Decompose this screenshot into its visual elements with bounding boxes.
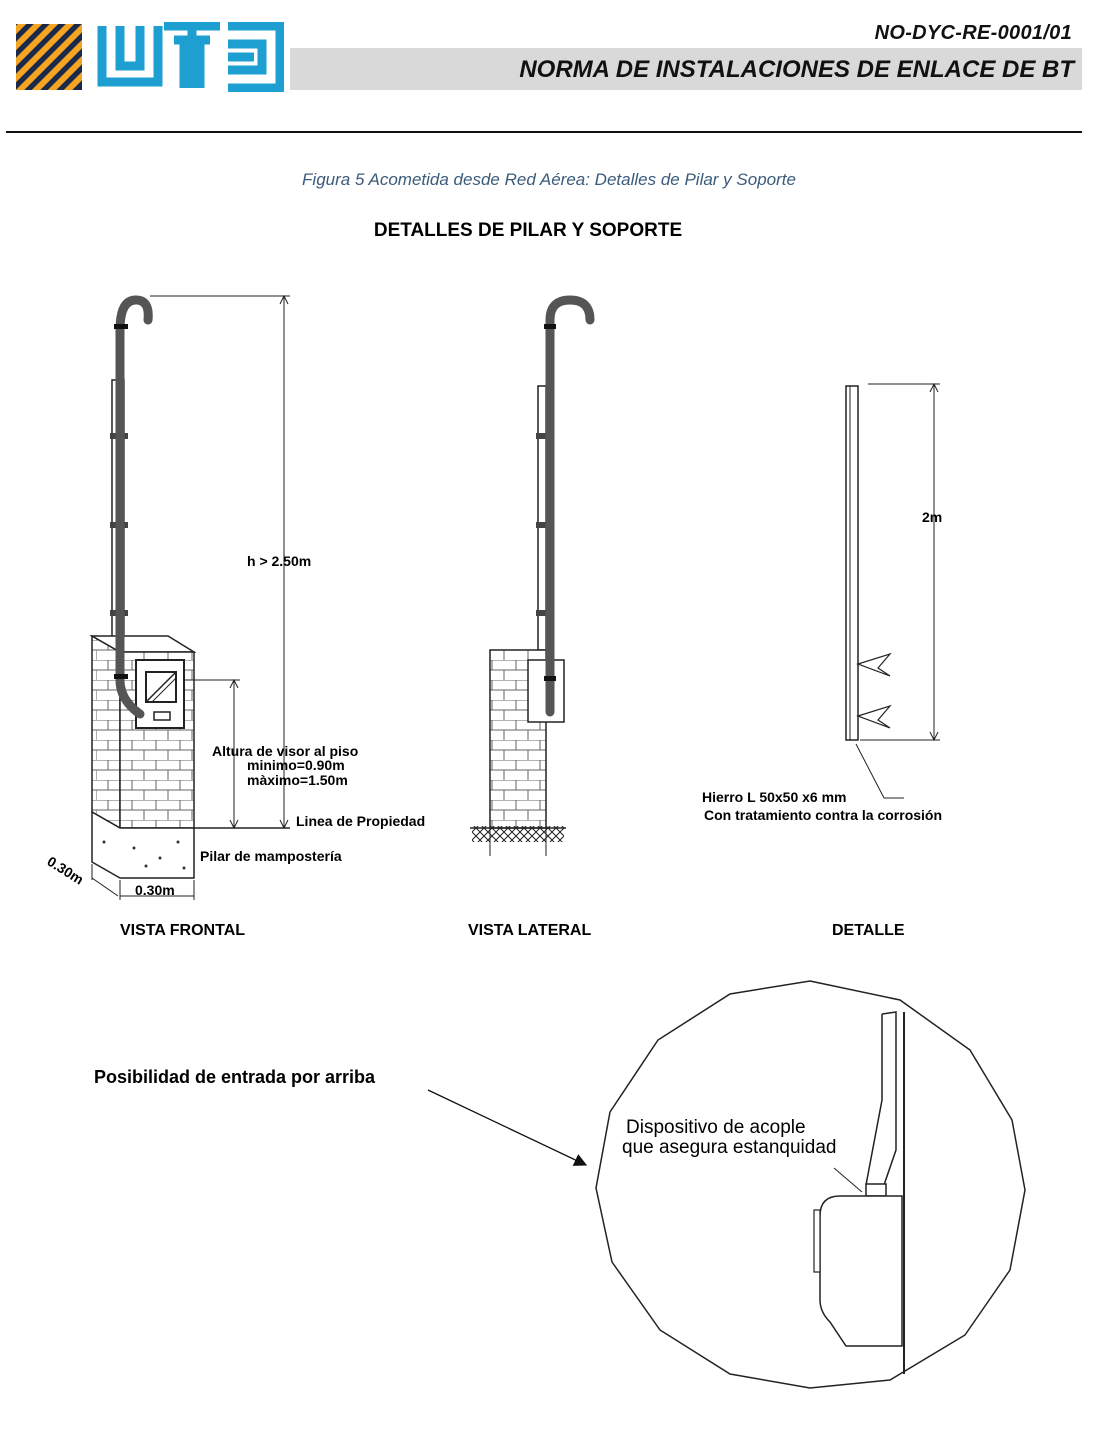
drawing-heading: DETALLES DE PILAR Y SOPORTE (374, 220, 682, 241)
ground-hatch (472, 826, 564, 842)
pillar-base (91, 810, 195, 879)
side-view: VISTA LATERAL (468, 295, 595, 939)
logo-letters (97, 22, 284, 92)
visor-max: màximo=1.50m (247, 772, 348, 788)
width-label: 0.30m (135, 882, 175, 898)
title-bar: NORMA DE INSTALACIONES DE ENLACE DE BT (290, 48, 1082, 90)
detail-circle: Dispositivo de acople que asegura estanq… (94, 980, 1026, 1389)
depth-label: 0.30m (44, 853, 86, 888)
property-line-label: Linea de Propiedad (296, 813, 425, 829)
front-view: h > 2.50m Altura de visor al piso minimo… (44, 294, 425, 939)
document-code: NO-DYC-RE-0001/01 (874, 22, 1072, 44)
length-label: 2m (922, 509, 942, 525)
pillar-label: Pilar de mampostería (200, 848, 342, 864)
material-line1: Hierro L 50x50 x6 mm (702, 789, 847, 805)
detail-view: 2m Hierro L 50x50 x6 mm Con tratamiento … (702, 382, 942, 939)
document-title: NORMA DE INSTALACIONES DE ENLACE DE BT (519, 56, 1074, 83)
device-line2: que asegura estanquidad (622, 1137, 836, 1158)
figure-caption: Figura 5 Acometida desde Red Aérea: Deta… (302, 170, 796, 189)
height-label: h > 2.50m (247, 553, 311, 569)
cable-conduit (115, 295, 153, 719)
detail-circle-outline (595, 980, 1026, 1389)
visor-title: Altura de visor al piso (212, 743, 358, 759)
detail-view-label: DETALLE (832, 922, 905, 939)
top-entry-arrow (427, 1089, 588, 1166)
header-divider (6, 131, 1082, 133)
visor-min: minimo=0.90m (247, 757, 345, 773)
detail-meter-box (819, 1195, 903, 1347)
material-line2: Con tratamiento contra la corrosión (704, 807, 942, 823)
ute-logo (16, 22, 284, 92)
side-conduit (545, 295, 595, 717)
angle-iron (845, 385, 859, 741)
logo-stripes-icon (16, 24, 82, 90)
top-entry-label: Posibilidad de entrada por arriba (94, 1067, 376, 1087)
front-view-label: VISTA FRONTAL (120, 922, 245, 939)
side-view-label: VISTA LATERAL (468, 922, 591, 939)
device-line1: Dispositivo de acople (626, 1117, 806, 1138)
